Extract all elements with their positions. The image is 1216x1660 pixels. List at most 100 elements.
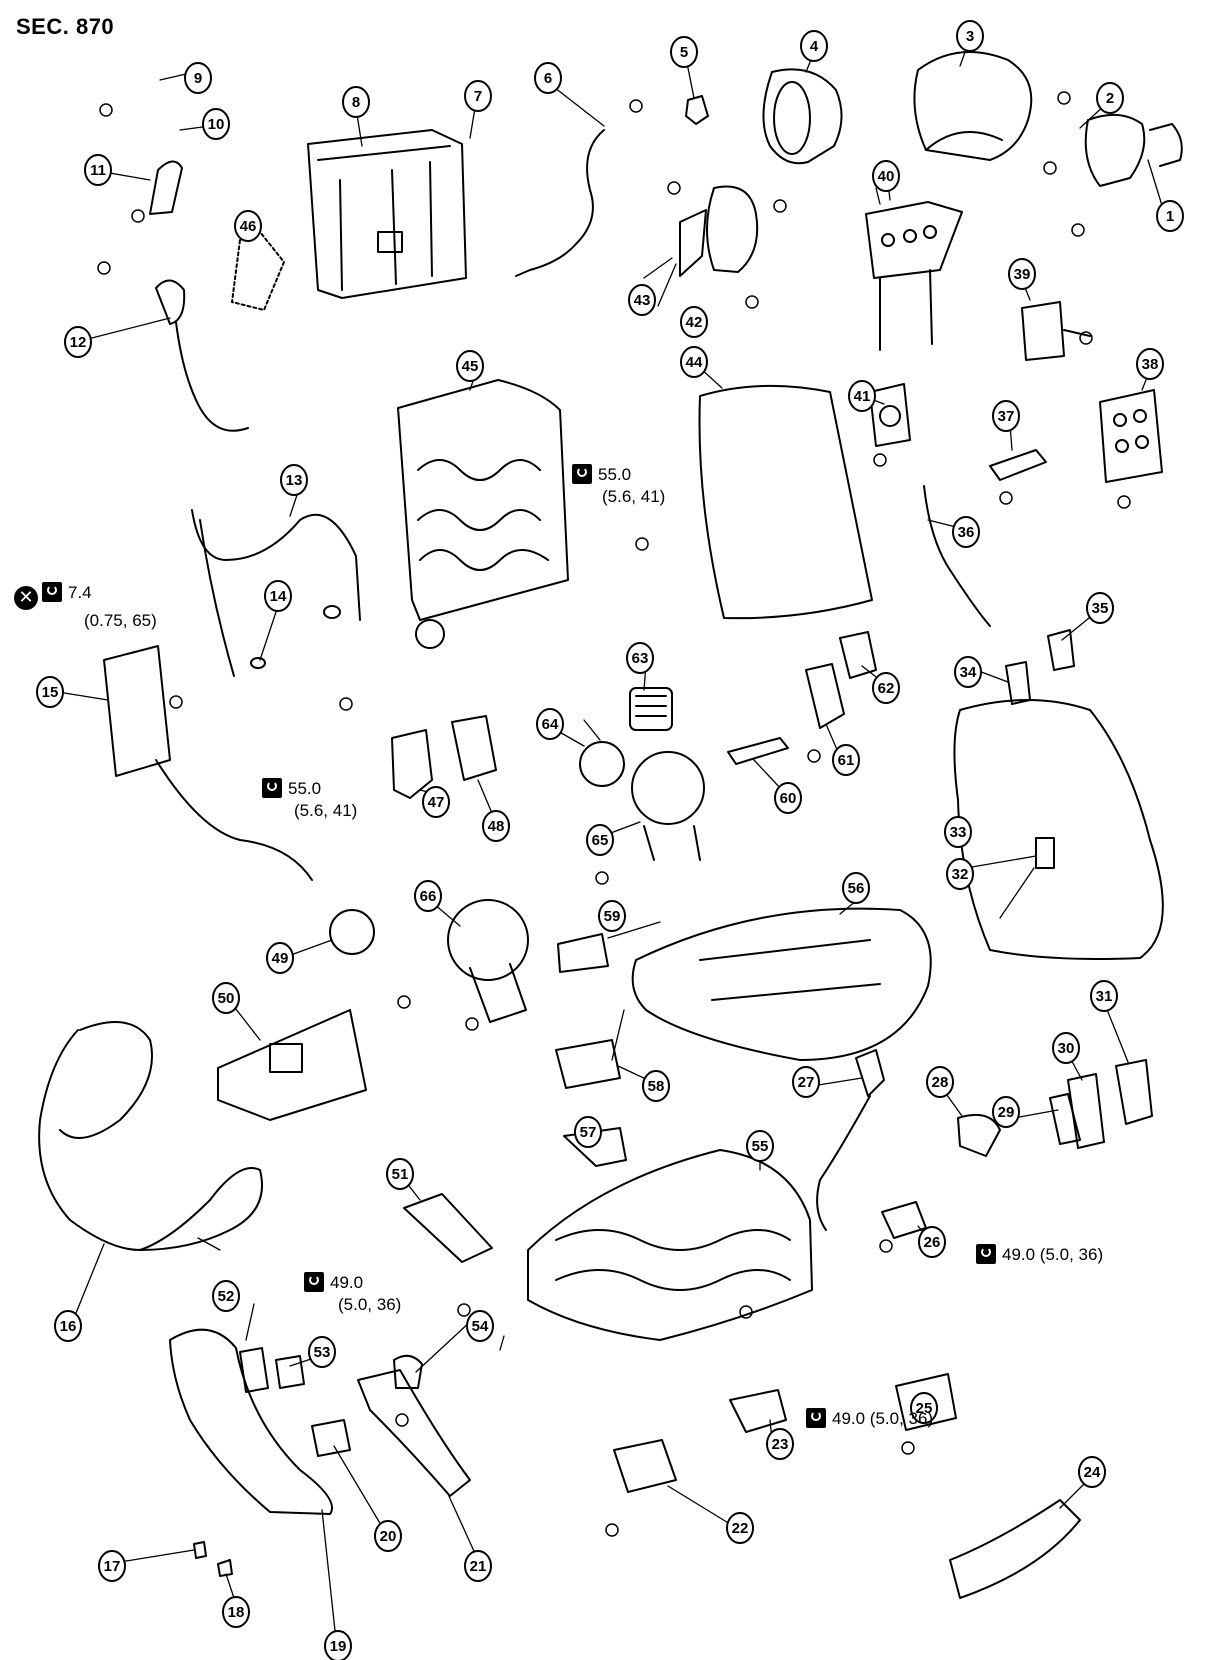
callout-number: 20 [380, 1528, 397, 1545]
callout-balloon [800, 30, 828, 62]
callout-41: 41 [848, 380, 876, 412]
callout-45: 45 [456, 350, 484, 382]
callout-number: 32 [952, 866, 969, 883]
callout-number: 62 [878, 680, 895, 697]
callout-15: 15 [36, 676, 64, 708]
callout-number: 40 [878, 168, 895, 185]
callout-number: 3 [966, 28, 974, 45]
callout-balloon [184, 62, 212, 94]
callout-balloon [832, 744, 860, 776]
callout-13: 13 [280, 464, 308, 496]
headrest-shell [913, 51, 1033, 161]
callout-51: 51 [386, 1158, 414, 1190]
callout-number: 23 [772, 1436, 789, 1453]
callout-number: 49 [272, 950, 289, 967]
cover-28 [957, 1114, 1001, 1157]
callout-balloon [534, 62, 562, 94]
callout-number: 39 [1014, 266, 1031, 283]
callout-14: 14 [264, 580, 292, 612]
headrest-guide [865, 201, 963, 351]
callout-40: 40 [872, 160, 900, 192]
callout-number: 53 [314, 1344, 331, 1361]
callout-number: 44 [686, 354, 703, 371]
callout-number: 14 [270, 588, 287, 605]
callout-balloon [342, 86, 370, 118]
callout-number: 51 [392, 1166, 409, 1183]
callout-balloon [918, 1226, 946, 1258]
cushion-pad [631, 907, 932, 1061]
callout-number: 57 [580, 1124, 597, 1141]
callout-number: 45 [462, 358, 479, 375]
callout-number: 60 [780, 790, 797, 807]
callout-balloon [1078, 1456, 1106, 1488]
callout-60: 60 [774, 782, 802, 814]
callout-number: 1 [1166, 208, 1174, 225]
callout-16: 16 [54, 1310, 82, 1342]
trim-31 [1115, 1059, 1153, 1125]
bracket-37 [989, 449, 1047, 481]
warning-label [231, 231, 285, 311]
callout-number: 50 [218, 990, 235, 1007]
lumbar-motor [1021, 301, 1091, 361]
side-shield [169, 1328, 333, 1515]
motor-58 [555, 1039, 621, 1089]
callout-27: 27 [792, 1066, 820, 1098]
callout-24: 24 [1078, 1456, 1106, 1488]
wrench-icon [262, 778, 282, 798]
callout-10: 10 [202, 108, 230, 140]
callout-balloon [482, 810, 510, 842]
module-22 [613, 1439, 677, 1493]
callout-balloon [726, 1512, 754, 1544]
callout-5: 5 [670, 36, 698, 68]
callout-balloon [626, 642, 654, 674]
cover-grille [269, 1043, 303, 1073]
callout-balloon [680, 346, 708, 378]
callout-number: 36 [958, 524, 975, 541]
callout-number: 47 [428, 794, 445, 811]
torque-detail: (5.6, 41) [602, 487, 666, 506]
callout-number: 42 [686, 314, 703, 331]
torque-value: 49.0 (5.0, 36) [1002, 1245, 1104, 1264]
callout-balloon [1136, 348, 1164, 380]
callout-37: 37 [992, 400, 1020, 432]
callout-balloon [64, 326, 92, 358]
release-cable [191, 509, 361, 621]
callout-28: 28 [926, 1066, 954, 1098]
callout-number: 35 [1092, 600, 1109, 617]
callout-balloon [872, 160, 900, 192]
harness-36 [923, 485, 991, 627]
callout-balloon [1096, 82, 1124, 114]
callout-number: 41 [854, 388, 871, 405]
callout-number: 17 [104, 1558, 121, 1575]
pin-34 [1005, 661, 1031, 705]
bolts [97, 91, 1131, 1537]
spring-64 [579, 741, 625, 787]
cable-end [199, 519, 235, 677]
lumbar-panel [1099, 389, 1163, 483]
trim-30 [1067, 1073, 1105, 1149]
callout-25: 25 [910, 1392, 938, 1424]
torque-value: 49.0 [330, 1273, 364, 1292]
callout-39: 39 [1008, 258, 1036, 290]
callout-34: 34 [954, 656, 982, 688]
tab-18 [217, 1559, 233, 1577]
callout-53: 53 [308, 1336, 336, 1368]
bracket-61 [805, 663, 845, 729]
callout-36: 36 [952, 516, 980, 548]
callout-number: 58 [648, 1078, 665, 1095]
callout-balloon [1156, 200, 1184, 232]
callout-balloon [464, 80, 492, 112]
callout-balloon [54, 1310, 82, 1342]
callout-number: 63 [632, 650, 649, 667]
cushion-seam [699, 939, 881, 1001]
callout-balloon [84, 154, 112, 186]
callout-number: 31 [1096, 988, 1113, 1005]
torque-spec-49-bottom: 49.0 (5.0, 36) [806, 1408, 933, 1430]
callout-number: 37 [998, 408, 1015, 425]
callout-number: 21 [470, 1558, 487, 1575]
headrest-bracket [1084, 113, 1183, 187]
callout-number: 18 [228, 1604, 245, 1621]
motor-59 [557, 933, 609, 973]
callout-balloon [466, 1310, 494, 1342]
callout-35: 35 [1086, 592, 1114, 624]
